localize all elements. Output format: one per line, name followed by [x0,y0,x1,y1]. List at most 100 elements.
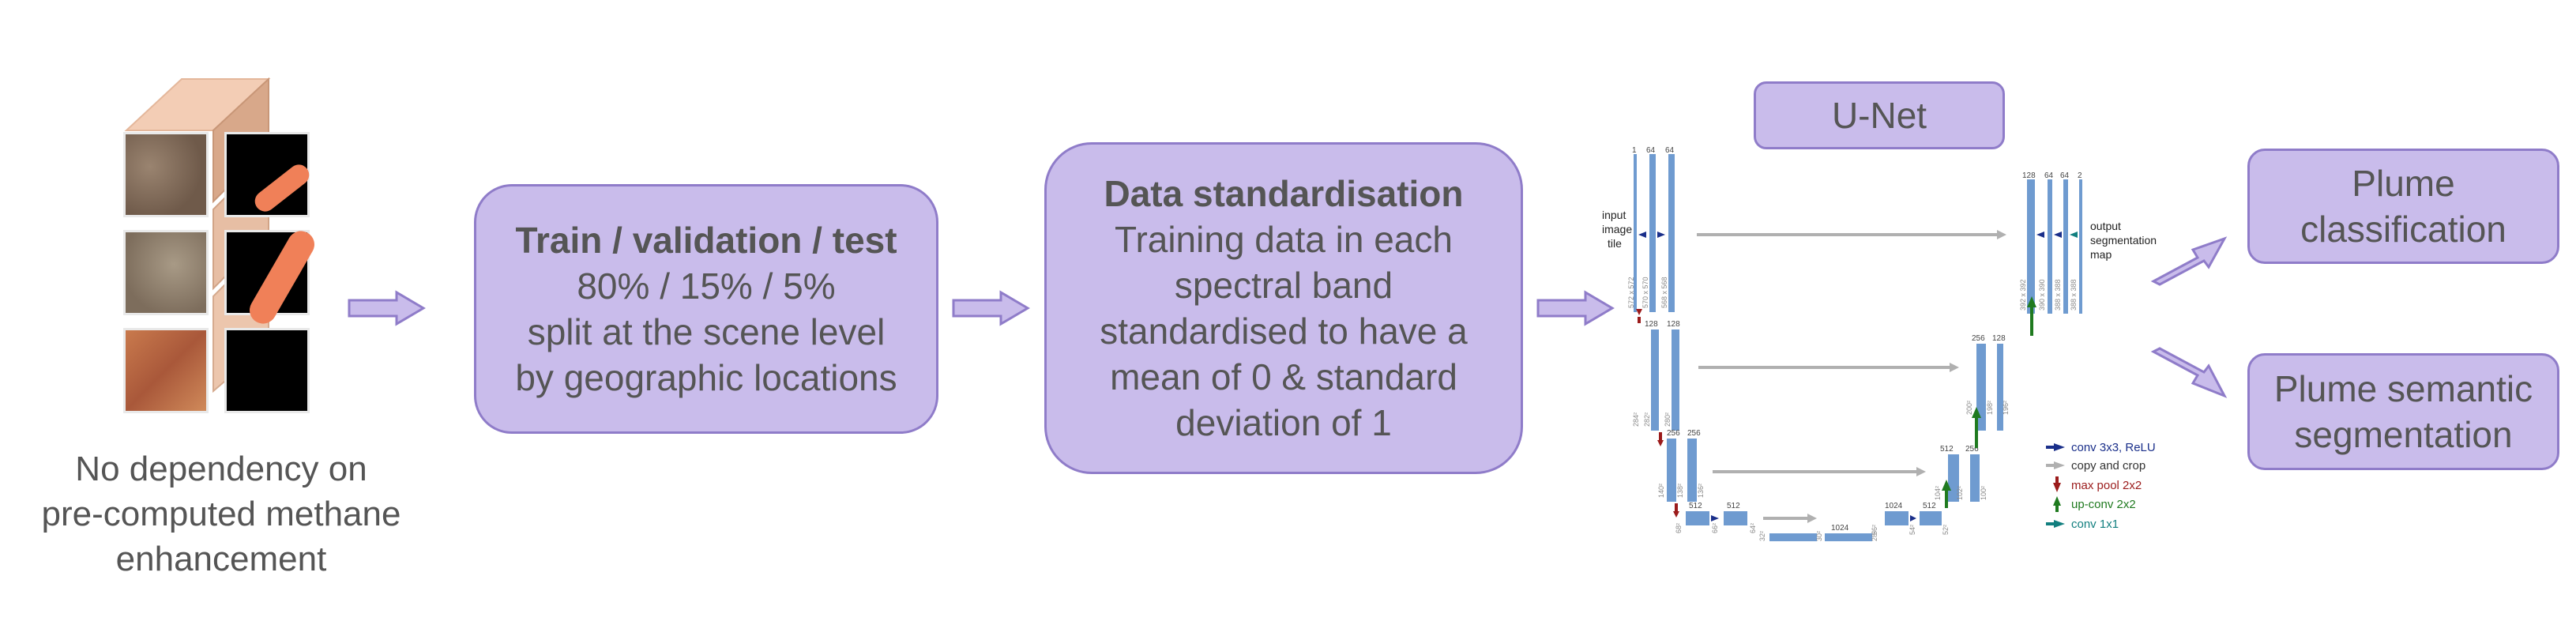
split-box-line2: split at the scene level [527,311,886,352]
conv-arrow-l4-d [1910,515,1916,521]
pool-arrow-l1-stem [1638,317,1641,323]
legend-copy: copy and crop [2071,459,2145,473]
size-l3-out-2: 102² [1956,486,1964,500]
legend-copy-icon [2054,461,2065,469]
standardisation-box-line4: mean of 0 & standard [1110,356,1457,397]
input-label-3: tile [1608,237,1622,250]
size-l4-out-2: 54² [1908,525,1916,535]
layer-l2-e2 [1672,329,1679,431]
copy-l4-head [1807,514,1817,523]
input-caption: No dependency on pre-computed methane en… [8,446,434,582]
size-l2-out-2: 198² [1986,401,1994,415]
size-l4-out-1: 56² [1871,525,1878,535]
layer-l4-d1 [1885,511,1908,525]
copy-l3-head [1916,467,1926,476]
layer-l1-d2 [2048,179,2052,314]
ch-l1-d4: 2 [2078,171,2082,180]
legend-pool: max pool 2x2 [2071,479,2142,492]
satellite-tile-2 [123,230,209,315]
ch-l4-e2: 512 [1727,502,1740,510]
upconv-arrow-l3-stem [1975,416,1978,448]
legend-conv-icon-stem [2046,446,2055,449]
split-box-title: Train / validation / test [515,220,897,261]
legend-upconv: up-conv 2x2 [2071,498,2136,511]
segmentation-line2: segmentation [2294,414,2513,455]
size-l3-in-1: 140² [1657,484,1665,498]
size-l3-in-2: 138² [1676,484,1684,498]
classification-line2: classification [2300,209,2506,250]
conv-arrow-l4 [1711,515,1719,521]
ch-l2-d2: 128 [1992,334,2006,343]
layer-l1-e1 [1634,154,1637,312]
copy-l2-head [1950,363,1959,372]
size-l5-3: 28² [1871,531,1878,541]
standardisation-box: Data standardisation Training data in ea… [1044,142,1523,474]
layer-l4-e2 [1724,511,1747,525]
ch-l1-e3: 64 [1665,146,1675,155]
ch-l1-d3: 64 [2060,171,2070,180]
output-label-3: map [2090,248,2112,261]
size-l4-in-2: 66² [1711,523,1719,533]
size-l2-out-1: 200² [1965,401,1973,415]
mask-tile-1 [224,132,314,217]
ch-l1-d1: 128 [2022,171,2036,180]
size-l1-out-4: 388 x 388 [2070,279,2078,311]
legend-conv1x1: conv 1x1 [2071,518,2119,531]
segmentation-box: Plume semantic segmentation [2247,353,2559,470]
ch-l3-e2: 256 [1687,429,1701,438]
layer-l3-e1 [1667,439,1676,502]
legend-upconv-icon-stem [2055,504,2059,512]
ch-l1-e2: 64 [1646,146,1656,155]
layer-bottom-1 [1769,533,1817,541]
conv-arrow-l1-a [1638,232,1646,238]
upconv-arrow-l4 [1942,480,1951,491]
conv-arrow-l1-c [2036,232,2044,238]
size-l3-out-3: 100² [1980,486,1987,500]
layer-l1-d4 [2079,179,2082,314]
ch-bottom: 1024 [1831,524,1849,533]
ch-l1-e1: 1 [1632,146,1637,155]
upconv-arrow-l2 [2027,296,2036,307]
upconv-arrow-l3 [1972,407,1981,418]
ch-l3-e1: 256 [1667,429,1680,438]
size-l4-out-3: 52² [1942,525,1950,535]
standardisation-box-line3: standardised to have a [1100,311,1468,352]
size-l2-in-1: 284² [1632,412,1640,427]
split-box: Train / validation / test 80% / 15% / 5%… [474,184,938,434]
unet-architecture-diagram: 1 64 64 572 x 572 570 x 570 568 x 568 in… [1602,146,2157,541]
conv1x1-arrow [2070,232,2078,238]
standardisation-box-line1: Training data in each [1115,219,1453,260]
input-caption-line2: pre-computed methane [41,495,401,533]
layer-l2-d2 [1997,344,2003,431]
pool-arrow-l3-stem [1675,503,1678,511]
legend-upconv-icon [2053,496,2061,506]
legend-pool-icon-stem [2055,476,2059,484]
output-label-2: segmentation [2090,234,2157,247]
legend-conv1x1-icon-stem [2046,522,2055,525]
upconv-arrow-l4-stem [1945,489,1948,508]
satellite-tile-3 [123,328,209,413]
input-caption-line1: No dependency on [75,450,367,488]
pool-arrow-l2-stem [1659,432,1662,440]
output-label-1: output [2090,220,2121,232]
pool-arrow-l1 [1636,309,1642,315]
size-l5-2: 30² [1815,531,1823,541]
ch-l4-e1: 512 [1689,502,1702,510]
flow-arrow-1 [348,290,426,326]
layer-l4-d2 [1920,511,1942,525]
layer-l2-e1 [1651,329,1659,431]
input-caption-line3: enhancement [115,540,327,578]
size-l4-in-1: 68² [1675,523,1683,533]
upconv-arrow-l2-stem [2030,306,2033,336]
ch-l4-d1: 1024 [1885,502,1903,510]
layer-l3-e2 [1687,439,1697,502]
size-l1-in-1: 572 x 572 [1627,277,1635,308]
conv-arrow-l1-b [1657,232,1665,238]
legend-pool-icon [2053,483,2061,492]
mask-tile-2 [224,226,320,329]
size-l1-in-2: 570 x 570 [1641,277,1649,308]
standardisation-box-line2: spectral band [1174,265,1393,306]
mask-tile-3 [224,328,310,413]
layer-l1-e3 [1668,154,1675,312]
classification-line1: Plume [2352,163,2455,204]
